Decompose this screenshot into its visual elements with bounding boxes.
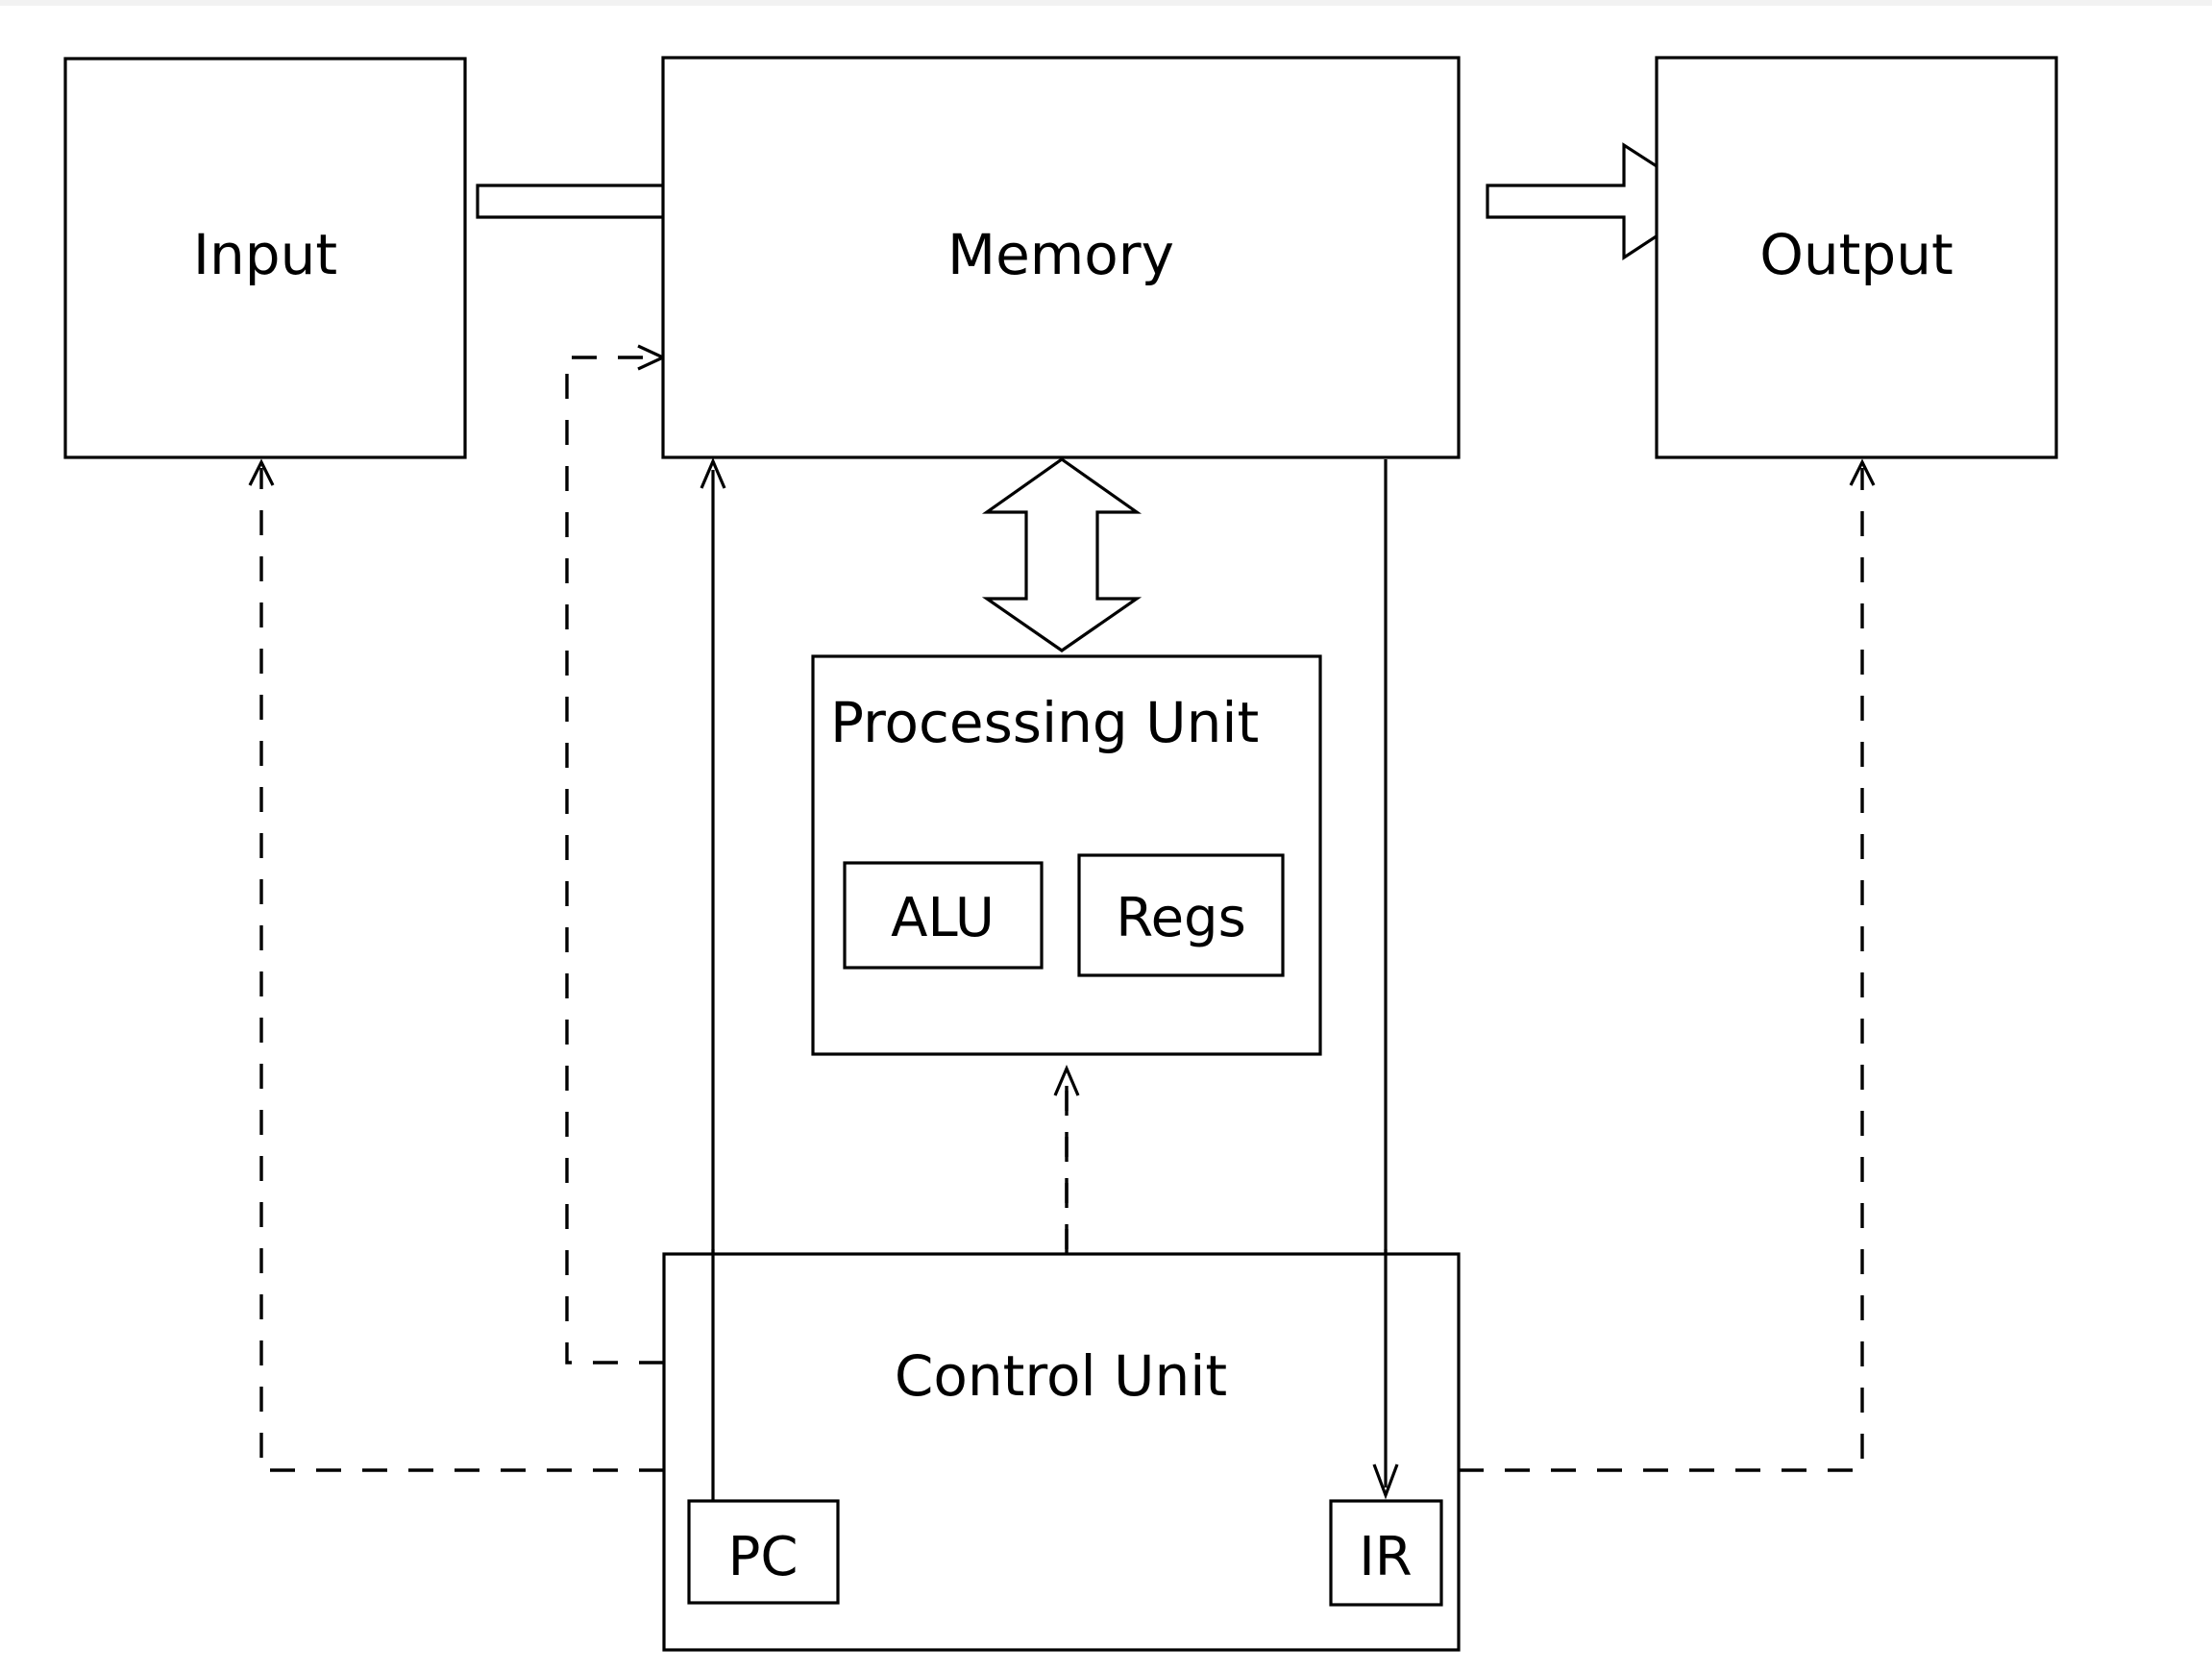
block-input-label: Input: [193, 222, 337, 287]
block-control-unit[interactable]: Control Unit PC IR: [662, 1252, 1461, 1652]
block-alu[interactable]: ALU: [843, 861, 1044, 970]
block-output[interactable]: Output: [1655, 56, 2058, 459]
block-pc[interactable]: PC: [687, 1499, 840, 1605]
block-memory-label: Memory: [947, 222, 1174, 287]
connector-control-unit-to-memory: [565, 344, 667, 1365]
connector-control-unit-to-input: [248, 458, 664, 1472]
block-processing-unit-label: Processing Unit: [830, 690, 1259, 755]
block-ir-label: IR: [1359, 1526, 1412, 1588]
overlay-wires: [711, 1078, 1399, 1501]
block-processing-unit[interactable]: Processing Unit ALU Regs: [811, 654, 1322, 1056]
block-pc-label: PC: [728, 1526, 799, 1588]
block-input[interactable]: Input: [63, 57, 467, 459]
block-regs[interactable]: Regs: [1077, 853, 1285, 977]
block-regs-label: Regs: [1116, 887, 1246, 949]
block-arrow-memory-processing-unit: [981, 457, 1143, 652]
block-alu-label: ALU: [891, 887, 995, 949]
block-output-label: Output: [1759, 222, 1953, 287]
block-ir[interactable]: IR: [1329, 1499, 1443, 1607]
block-memory[interactable]: Memory: [661, 56, 1461, 459]
block-control-unit-label: Control Unit: [895, 1343, 1227, 1409]
connector-control-unit-to-output: [1459, 458, 1876, 1472]
